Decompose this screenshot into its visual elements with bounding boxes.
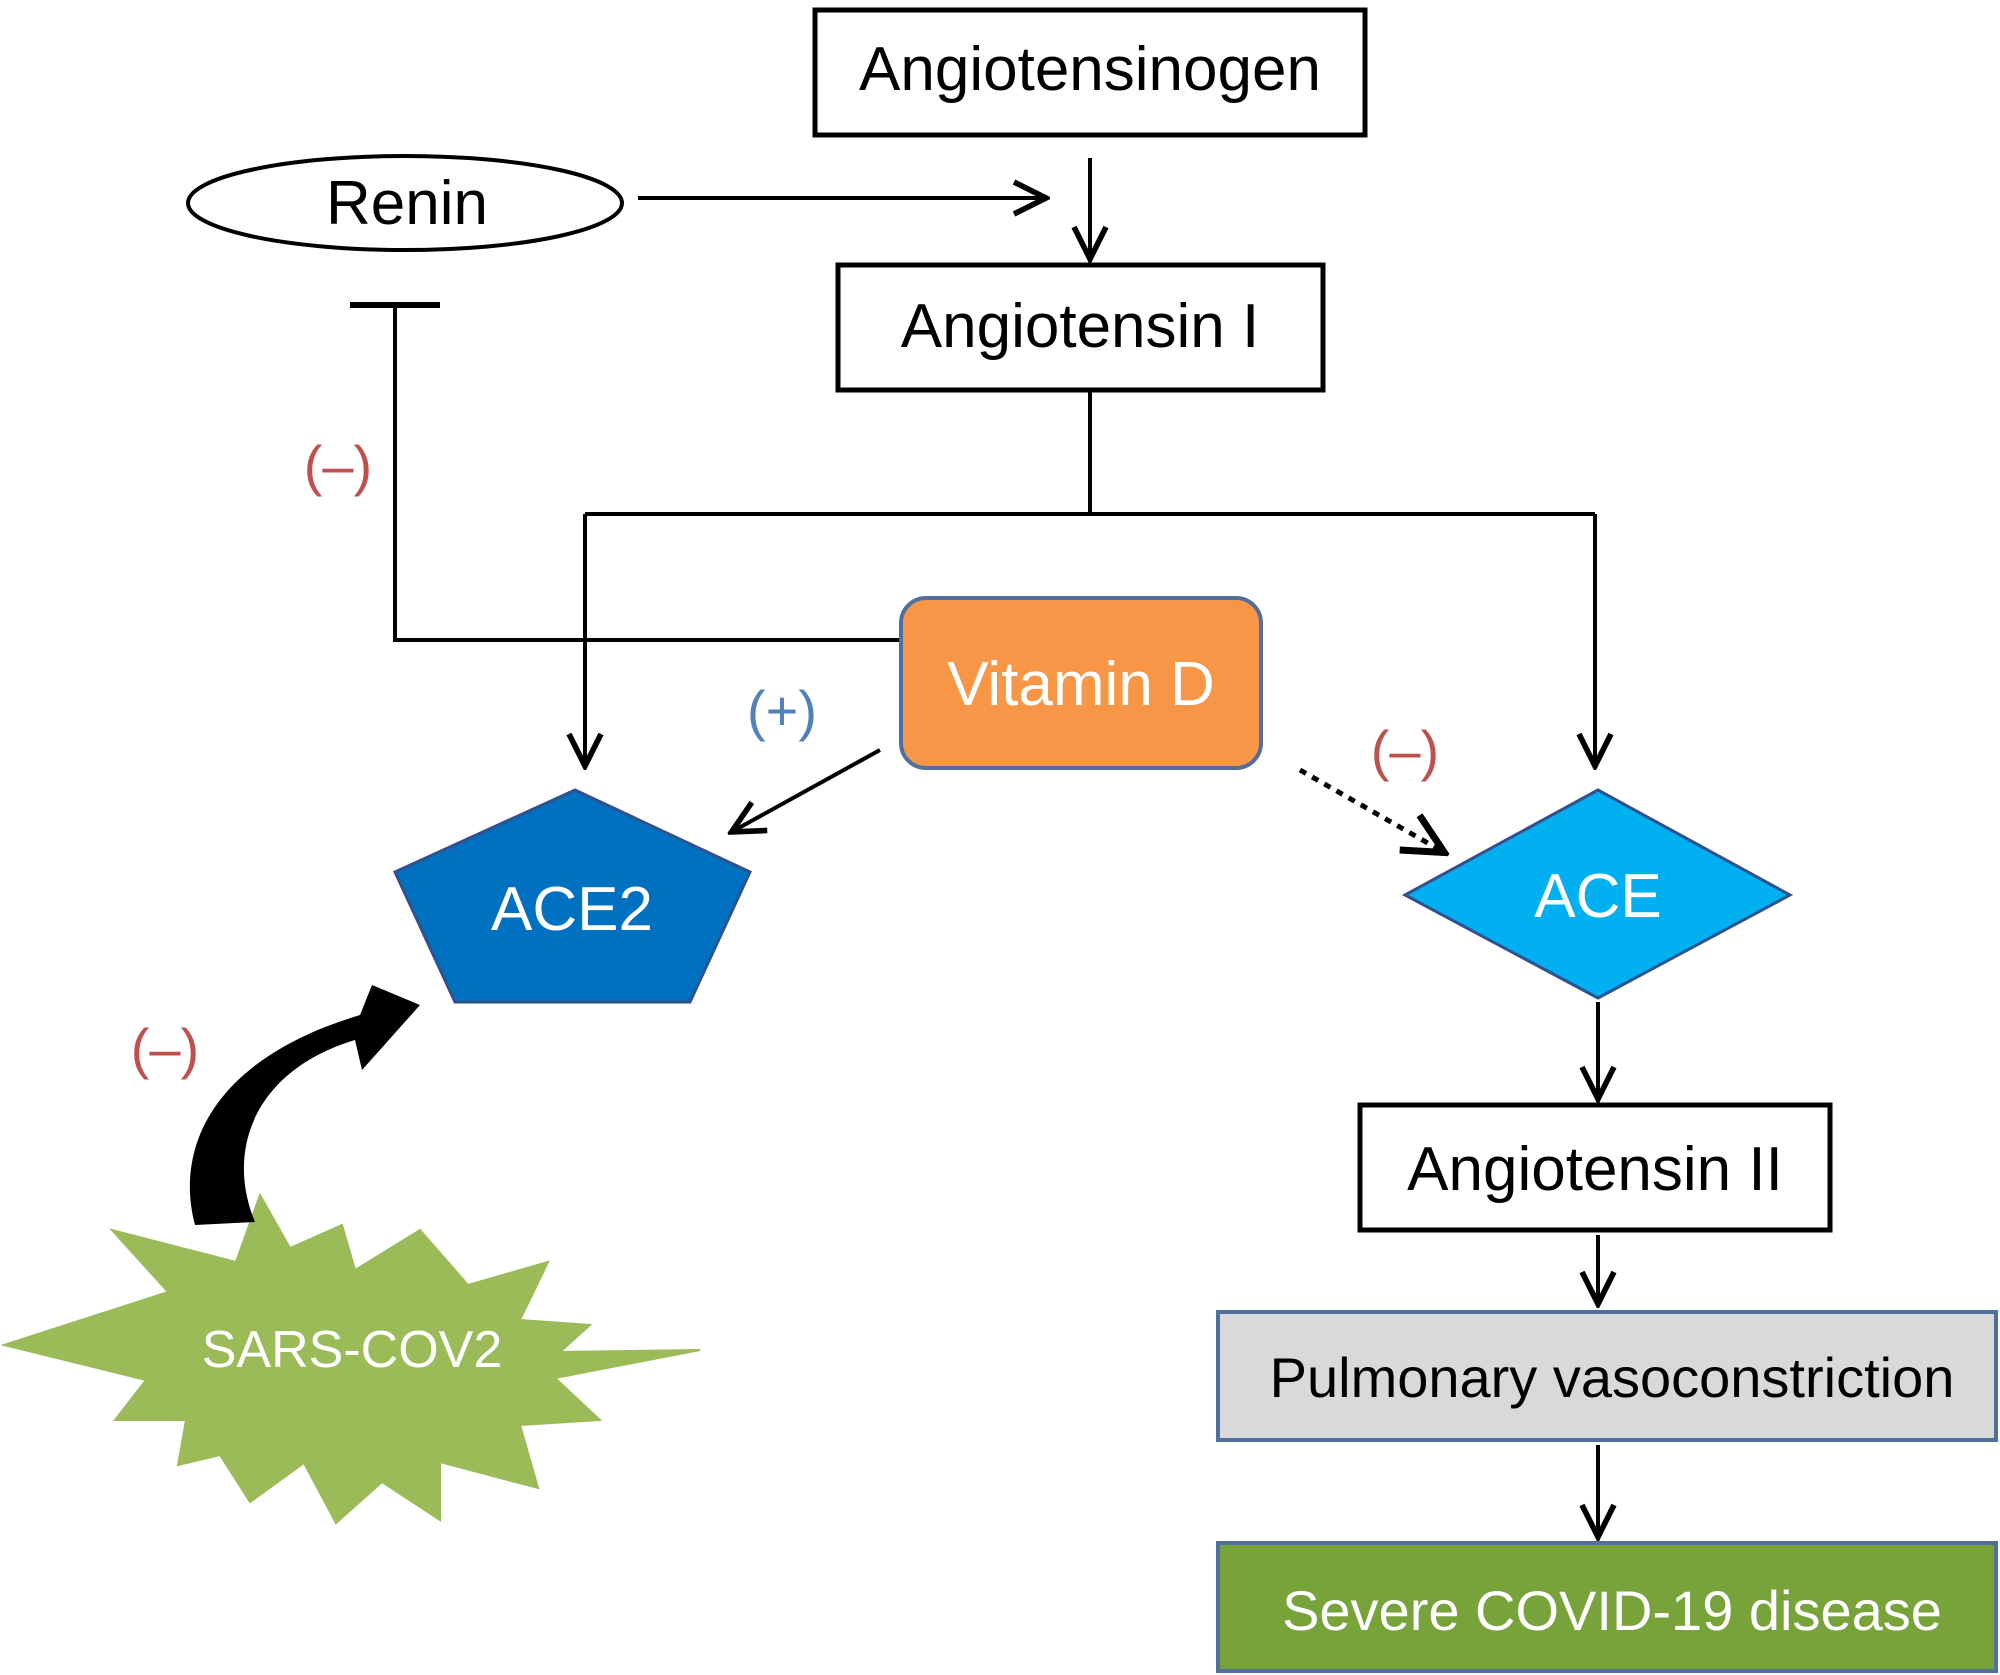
ace-node: ACE <box>1401 788 1794 1000</box>
renin-node: Renin <box>186 154 624 252</box>
angiotensin-2-label: Angiotensin II <box>1407 1135 1783 1204</box>
angiotensin-1-node: Angiotensin I <box>835 262 1326 393</box>
angiotensinogen-label: Angiotensinogen <box>859 35 1321 104</box>
sars-to-ace2-curved-arrow <box>189 985 420 1225</box>
severe-label: Severe COVID-19 disease <box>1282 1579 1942 1642</box>
renin-label: Renin <box>326 169 488 238</box>
pulmonary-label: Pulmonary vasoconstriction <box>1270 1346 1955 1409</box>
severe-node: Severe COVID-19 disease <box>1216 1541 1998 1673</box>
angiotensin-1-label: Angiotensin I <box>901 292 1259 361</box>
ace-label: ACE <box>1534 862 1661 931</box>
ace2-activation-sign: (+) <box>747 679 817 742</box>
angiotensinogen-node: Angiotensinogen <box>812 7 1368 138</box>
vitamin-d-node: Vitamin D <box>899 596 1263 770</box>
vitamin-d-to-ace-dotted-arrow <box>1298 767 1440 850</box>
pulmonary-node: Pulmonary vasoconstriction <box>1216 1310 1998 1442</box>
ace-inhibition-sign: (–) <box>1371 719 1439 782</box>
vitamin-d-to-ace2-arrow <box>735 748 881 830</box>
ace2-node: ACE2 <box>393 788 752 1004</box>
sars-cov2-label: SARS-COV2 <box>202 1321 503 1379</box>
vitamin-d-label: Vitamin D <box>947 650 1215 719</box>
sars-inhibition-sign: (–) <box>131 1017 199 1080</box>
sars-cov2-node: SARS-COV2 <box>0 1192 701 1525</box>
renin-inhibition-sign: (–) <box>304 434 372 497</box>
angiotensin-2-node: Angiotensin II <box>1357 1102 1833 1233</box>
ace2-label: ACE2 <box>491 875 653 944</box>
vitamin-d-renin-inhibition <box>350 302 900 642</box>
